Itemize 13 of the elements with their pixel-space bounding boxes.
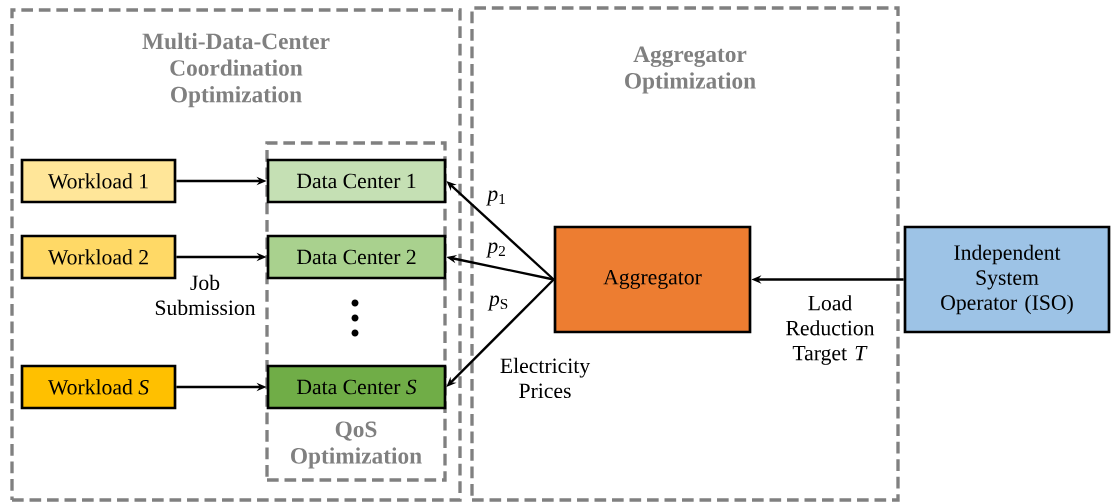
annotation-label: Electricity Prices bbox=[500, 357, 591, 399]
process-box: Workload S bbox=[20, 364, 177, 410]
process-box: Workload 2 bbox=[20, 234, 177, 280]
edge-label: Load Reduction Target T bbox=[776, 293, 884, 367]
process-box: Data Center 1 bbox=[266, 158, 447, 204]
process-box: Data Center S bbox=[266, 364, 447, 410]
process-box: Workload 1 bbox=[20, 158, 177, 204]
edge-label: p$_{1}$ bbox=[485, 188, 509, 208]
edge-label: p$_{2}$ bbox=[485, 240, 509, 260]
edge-label: p$_{S}$ bbox=[487, 293, 511, 313]
process-box: Independent System Operator (ISO) bbox=[903, 225, 1111, 334]
process-box: Aggregator bbox=[553, 225, 752, 334]
process-box: Data Center 2 bbox=[266, 234, 447, 280]
